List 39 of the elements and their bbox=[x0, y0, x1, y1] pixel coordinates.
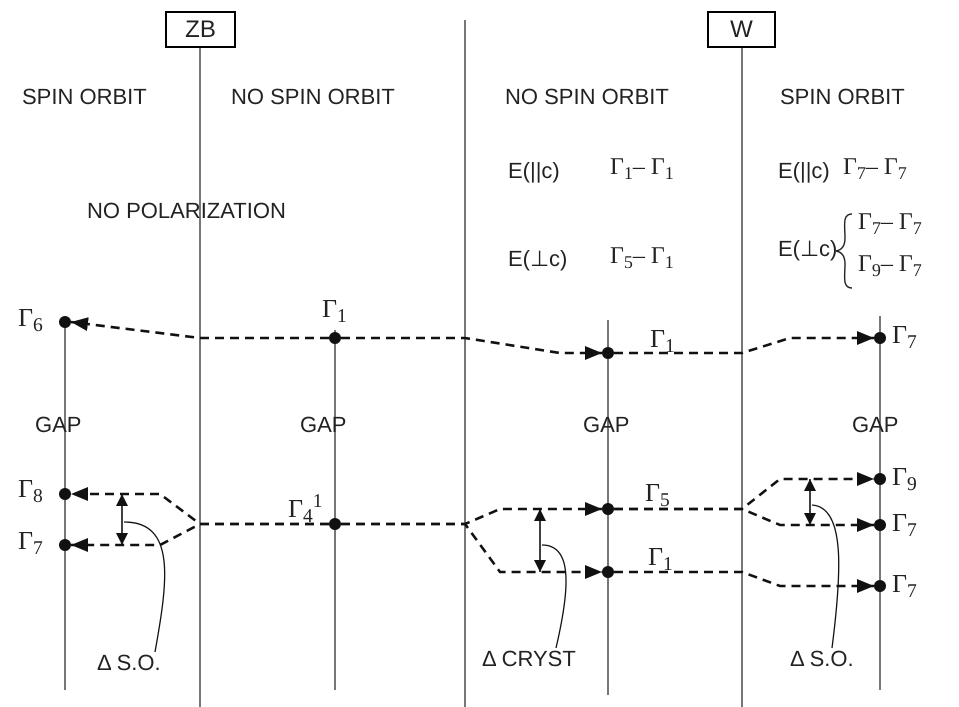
leader-line bbox=[124, 521, 166, 652]
level-label: Γ$_{7}$ bbox=[892, 510, 917, 536]
level-label: Γ$_{7}$ bbox=[892, 571, 917, 597]
transition-label: Γ$_{5}$– Γ$_{1}$ bbox=[610, 244, 674, 268]
structure-label-box: W bbox=[707, 11, 776, 48]
transition-label: Γ$_{7}$– Γ$_{7}$ bbox=[843, 155, 907, 179]
text-label: E(⊥c) bbox=[508, 248, 568, 270]
text-label: NO SPIN ORBIT bbox=[505, 86, 669, 108]
text-label: NO SPIN ORBIT bbox=[231, 86, 395, 108]
dashed-arrow bbox=[614, 331, 874, 354]
transition-label: Γ$_{9}$– Γ$_{7}$ bbox=[858, 252, 922, 276]
level-label: Γ$_{9}$ bbox=[892, 464, 917, 490]
leader-line bbox=[542, 544, 567, 648]
level-label: Γ$_{1}$ bbox=[322, 296, 347, 322]
text-label: E(||c) bbox=[508, 160, 560, 182]
dashed-arrow bbox=[71, 522, 329, 552]
level-label: Γ$_{7}$ bbox=[18, 528, 43, 554]
level-label: Γ$_{7}$ bbox=[892, 322, 917, 348]
transition-label: Γ$_{7}$– Γ$_{7}$ bbox=[858, 210, 922, 234]
splitting-label: Δ CRYST bbox=[482, 648, 576, 670]
level-label: Γ$_{8}$ bbox=[18, 476, 43, 502]
dashed-arrow bbox=[614, 508, 874, 532]
leader-line bbox=[812, 504, 840, 648]
text-label: E(||c) bbox=[778, 160, 830, 182]
level-label: Γ$_{5}$ bbox=[645, 480, 670, 506]
dashed-arrow bbox=[341, 522, 602, 579]
structure-label-box: ZB bbox=[165, 11, 236, 48]
level-label: Γ$_{1}$ bbox=[648, 544, 673, 570]
text-label: SPIN ORBIT bbox=[22, 86, 147, 108]
level-label: Γ$_{6}$ bbox=[18, 305, 43, 331]
dashed-arrow bbox=[341, 336, 602, 360]
dashed-arrow bbox=[614, 570, 874, 593]
dashed-arrow bbox=[70, 317, 329, 340]
text-label: E(⊥c) bbox=[778, 238, 838, 260]
level-label: Γ$_{1}$ bbox=[650, 326, 675, 352]
text-label: SPIN ORBIT bbox=[780, 86, 905, 108]
transition-label: Γ$_{1}$– Γ$_{1}$ bbox=[610, 155, 674, 179]
splitting-label: Δ S.O. bbox=[790, 648, 854, 670]
splitting-label: Δ S.O. bbox=[97, 652, 161, 674]
